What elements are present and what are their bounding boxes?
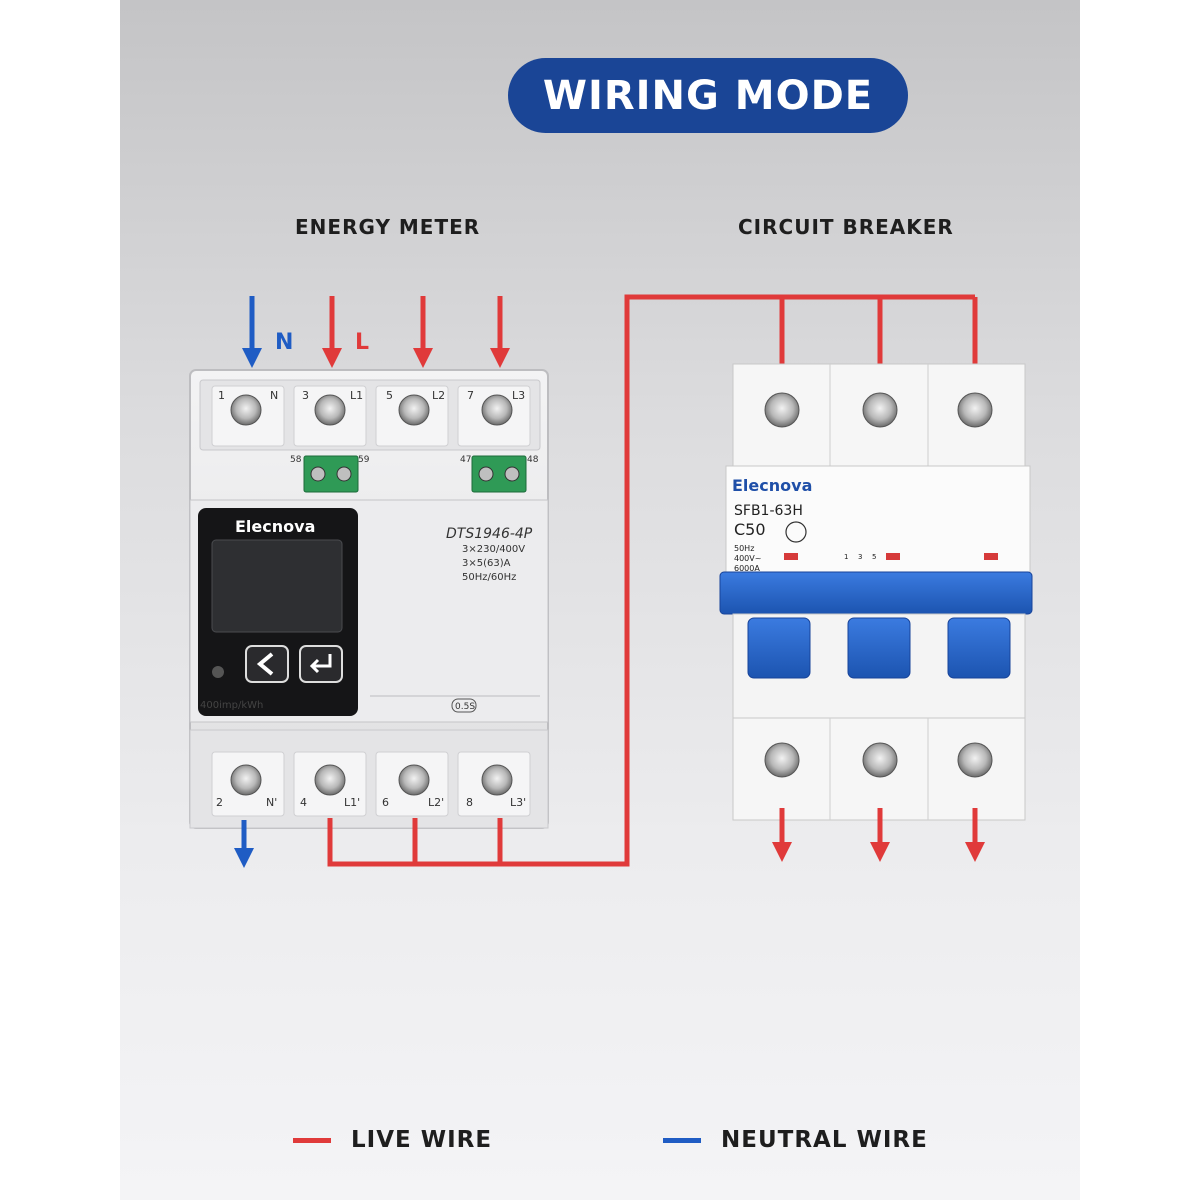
- live-bus-wire: [327, 294, 975, 867]
- accuracy-class: 0.5S: [455, 702, 475, 712]
- terminal-number: 5: [386, 389, 393, 402]
- terminal-number: 8: [466, 796, 473, 809]
- pole-mark: 3: [858, 553, 862, 561]
- terminal-name: N': [266, 796, 277, 809]
- breaker-brand: Elecnova: [732, 476, 812, 495]
- trip-indicator: [886, 553, 900, 560]
- breaker-model: SFB1-63H: [734, 503, 803, 519]
- terminal-name: L1': [344, 796, 360, 809]
- terminal-number: 3: [302, 389, 309, 402]
- screw-icon: [230, 764, 262, 796]
- terminal-name: L3': [510, 796, 526, 809]
- screw-icon: [764, 392, 800, 428]
- terminal-name: L1: [350, 389, 363, 402]
- breaker-toggle[interactable]: [747, 617, 811, 679]
- lcd-screen: [211, 539, 343, 633]
- trip-indicator: [784, 553, 798, 560]
- meter-brand: Elecnova: [235, 517, 315, 536]
- terminal-number: 7: [467, 389, 474, 402]
- meter-heading: ENERGY METER: [295, 215, 481, 239]
- screw-icon: [957, 742, 993, 778]
- title-text: WIRING MODE: [542, 72, 874, 119]
- breaker-capacity: 6000A: [734, 564, 760, 573]
- pulse-constant: 400imp/kWh: [200, 700, 263, 711]
- neutral-letter: N: [275, 330, 294, 355]
- breaker-toggle[interactable]: [947, 617, 1011, 679]
- pulse-led: [212, 666, 224, 678]
- terminal-number: 1: [218, 389, 225, 402]
- circuit-breaker: Elecnova SFB1-63H C50 50Hz 400V~ 6000A 1…: [719, 363, 1033, 821]
- meter-spec-freq: 50Hz/60Hz: [462, 572, 516, 583]
- screw-icon: [862, 392, 898, 428]
- screw-icon: [314, 764, 346, 796]
- terminal-name: L2': [428, 796, 444, 809]
- breaker-voltage: 400V~: [734, 554, 761, 563]
- meter-spec-voltage: 3×230/400V: [462, 544, 525, 555]
- meter-bottom-terminals: 2 N' 4 L1' 6 L2' 8 L3': [211, 751, 531, 817]
- live-letter: L: [355, 330, 370, 355]
- screw-icon: [481, 394, 513, 426]
- chevron-left-icon: [256, 652, 274, 676]
- terminal-name: L2: [432, 389, 445, 402]
- ccc-mark-icon: [785, 521, 807, 543]
- terminal-name: L3: [512, 389, 525, 402]
- aux-terminal-number: 58: [290, 455, 302, 465]
- aux-terminal-number: 59: [358, 455, 370, 465]
- screw-icon: [398, 764, 430, 796]
- screw-icon: [481, 764, 513, 796]
- trip-indicator: [984, 553, 998, 560]
- meter-spec-current: 3×5(63)A: [462, 558, 511, 569]
- pole-mark: 1: [844, 553, 848, 561]
- neutral-wire-swatch: [663, 1137, 701, 1143]
- energy-meter: 1 N 3 L1 5 L2 7 L3 58 59 47 48 Elecnova: [189, 369, 549, 829]
- aux-terminal-block: [303, 455, 359, 493]
- screw-icon: [314, 394, 346, 426]
- aux-terminal-number: 47: [460, 455, 471, 465]
- terminal-number: 6: [382, 796, 389, 809]
- screw-icon: [398, 394, 430, 426]
- screw-icon: [230, 394, 262, 426]
- back-button[interactable]: [245, 645, 289, 683]
- terminal-number: 4: [300, 796, 307, 809]
- terminal-number: 2: [216, 796, 223, 809]
- meter-aux-terminals: 58 59 47 48: [290, 455, 539, 493]
- breaker-rating: C50: [734, 520, 766, 539]
- enter-icon: [309, 654, 332, 674]
- breaker-toggle[interactable]: [847, 617, 911, 679]
- legend-live: LIVE WIRE: [293, 1125, 492, 1155]
- breaker-freq: 50Hz: [734, 544, 754, 553]
- meter-model: DTS1946-4P: [446, 526, 533, 542]
- enter-button[interactable]: [299, 645, 343, 683]
- screw-icon: [764, 742, 800, 778]
- breaker-output-arrows: [772, 808, 985, 862]
- aux-terminal-number: 48: [527, 455, 539, 465]
- meter-input-arrows: [242, 296, 510, 368]
- title-banner: WIRING MODE: [508, 58, 908, 133]
- live-wire-swatch: [293, 1137, 331, 1143]
- meter-top-terminals: 1 N 3 L1 5 L2 7 L3: [211, 385, 531, 447]
- screw-icon: [957, 392, 993, 428]
- legend-neutral: NEUTRAL WIRE: [663, 1125, 928, 1155]
- breaker-heading: CIRCUIT BREAKER: [738, 215, 954, 239]
- legend-live-label: LIVE WIRE: [351, 1127, 493, 1153]
- legend-neutral-label: NEUTRAL WIRE: [721, 1127, 928, 1153]
- screw-icon: [862, 742, 898, 778]
- terminal-name: N: [270, 389, 278, 402]
- pole-mark: 5: [872, 553, 876, 561]
- breaker-handle-bar[interactable]: [719, 571, 1033, 615]
- aux-terminal-block: [471, 455, 527, 493]
